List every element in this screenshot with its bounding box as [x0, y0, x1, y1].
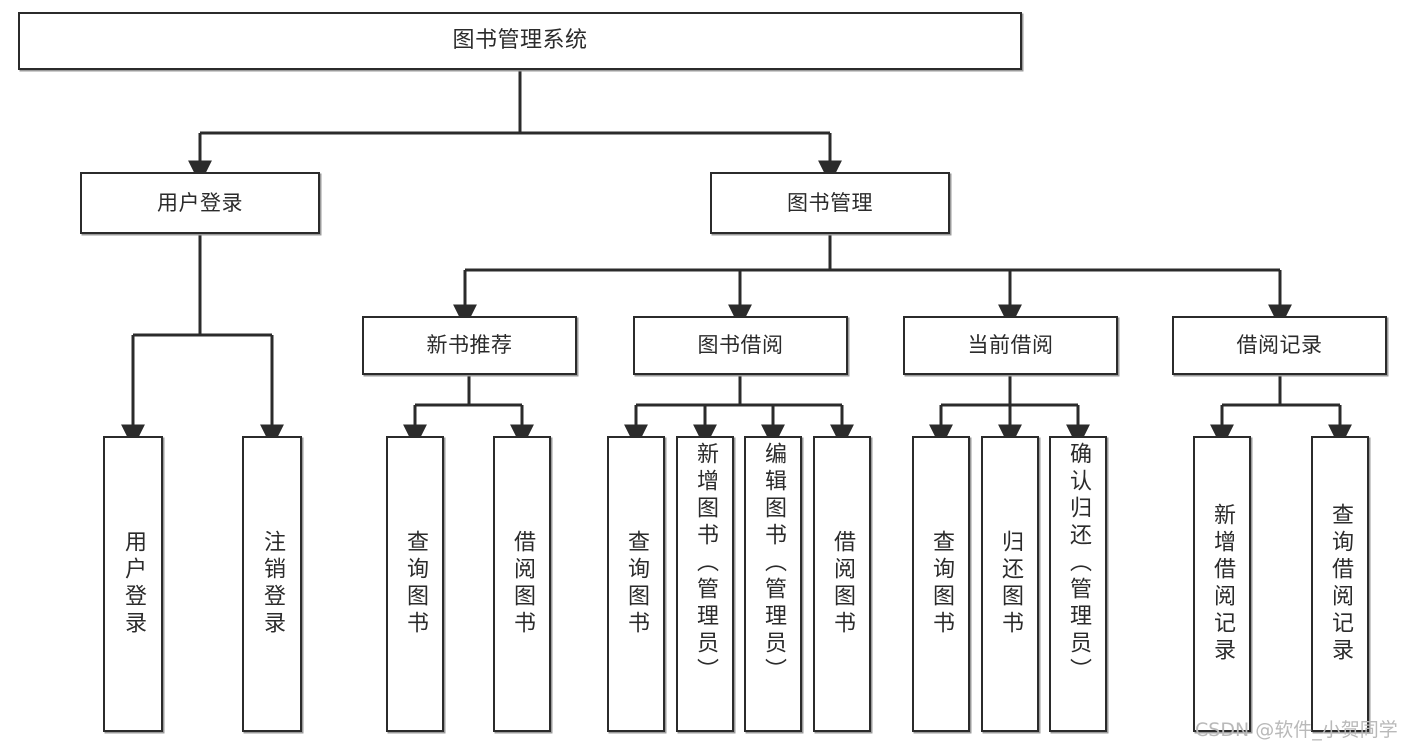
- node-borrow-record[interactable]: 借阅记录: [1172, 316, 1387, 375]
- wire-group-book-manage: [453, 234, 1292, 329]
- leaf-confirm-return-label: 确认归还（管理员）: [1066, 442, 1091, 685]
- node-current-borrow[interactable]: 当前借阅: [903, 316, 1118, 375]
- wire-group-current-borrow: [929, 375, 1090, 449]
- leaf-edit-book-label: 编辑图书（管理员）: [761, 442, 786, 685]
- leaf-user-login[interactable]: 用户登录: [103, 436, 163, 732]
- watermark-text: CSDN @软件_小贺同学: [1195, 719, 1398, 741]
- node-current-borrow-label: 当前借阅: [967, 333, 1054, 358]
- node-book-manage-label: 图书管理: [787, 190, 873, 215]
- node-root-label: 图书管理系统: [452, 28, 588, 54]
- node-new-book-rec-label: 新书推荐: [426, 333, 513, 358]
- leaf-logout-label: 注销登录: [260, 530, 285, 638]
- node-user-login[interactable]: 用户登录: [80, 172, 320, 234]
- node-book-borrow-label: 图书借阅: [697, 333, 784, 358]
- wire-group-user-login: [121, 234, 284, 449]
- wire-group-new-book-rec: [403, 375, 534, 449]
- leaf-borrow-book-1-label: 借阅图书: [510, 530, 535, 638]
- leaf-borrow-book-2[interactable]: 借阅图书: [813, 436, 871, 732]
- leaf-query-book-2[interactable]: 查询图书: [607, 436, 665, 732]
- leaf-add-book-label: 新增图书（管理员）: [693, 442, 718, 685]
- leaf-query-book-3[interactable]: 查询图书: [912, 436, 970, 732]
- node-new-book-rec[interactable]: 新书推荐: [362, 316, 577, 375]
- leaf-return-book[interactable]: 归还图书: [981, 436, 1039, 732]
- wire-group-book-borrow: [624, 375, 854, 449]
- leaf-query-book-1[interactable]: 查询图书: [386, 436, 444, 732]
- leaf-add-book[interactable]: 新增图书（管理员）: [676, 436, 734, 732]
- leaf-query-book-2-label: 查询图书: [624, 530, 649, 638]
- leaf-add-record[interactable]: 新增借阅记录: [1193, 436, 1251, 732]
- wire-group-root: [188, 70, 842, 185]
- node-user-login-label: 用户登录: [157, 190, 243, 215]
- leaf-query-record[interactable]: 查询借阅记录: [1311, 436, 1369, 732]
- node-borrow-record-label: 借阅记录: [1236, 333, 1323, 358]
- node-book-borrow[interactable]: 图书借阅: [633, 316, 848, 375]
- node-book-manage[interactable]: 图书管理: [710, 172, 950, 234]
- leaf-borrow-book-2-label: 借阅图书: [830, 530, 855, 638]
- wire-group-borrow-record: [1210, 375, 1352, 449]
- leaf-add-record-label: 新增借阅记录: [1210, 503, 1235, 665]
- leaf-user-login-label: 用户登录: [121, 530, 146, 638]
- leaf-edit-book[interactable]: 编辑图书（管理员）: [744, 436, 802, 732]
- leaf-query-book-1-label: 查询图书: [403, 530, 428, 638]
- leaf-confirm-return[interactable]: 确认归还（管理员）: [1049, 436, 1107, 732]
- leaf-query-book-3-label: 查询图书: [929, 530, 954, 638]
- leaf-query-record-label: 查询借阅记录: [1328, 503, 1353, 665]
- leaf-logout[interactable]: 注销登录: [242, 436, 302, 732]
- node-root[interactable]: 图书管理系统: [18, 12, 1022, 70]
- leaf-return-book-label: 归还图书: [998, 530, 1023, 638]
- leaf-borrow-book-1[interactable]: 借阅图书: [493, 436, 551, 732]
